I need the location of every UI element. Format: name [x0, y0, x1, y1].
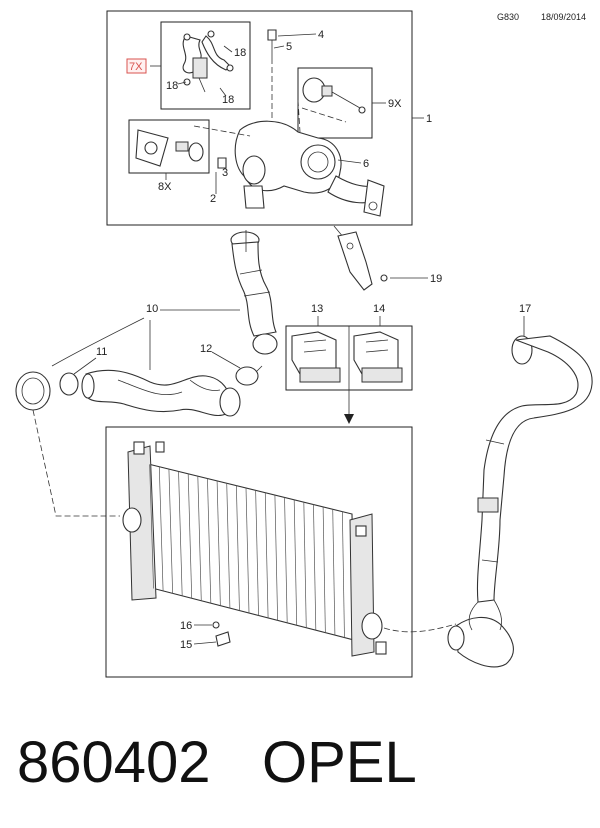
intercooler-core-part	[122, 441, 387, 657]
bolt-part	[217, 157, 227, 169]
diagram-date: 18/09/2014	[541, 12, 586, 22]
inset-9x	[297, 67, 373, 139]
intercooler-panel: 16 15	[105, 426, 457, 678]
callout-12: 12	[200, 343, 212, 355]
callout-6: 6	[363, 158, 369, 170]
part-number: 860402	[17, 730, 211, 795]
gasket-flange-part	[135, 129, 204, 167]
callout-1: 1	[426, 113, 432, 125]
right-charge-hose-part	[447, 335, 593, 668]
fin-line	[264, 492, 269, 618]
fin-line	[187, 473, 193, 599]
fin-line	[303, 502, 307, 628]
callout-16: 16	[180, 620, 192, 632]
callout-18-a: 18	[234, 47, 246, 59]
callout-7x: 7X	[129, 61, 143, 73]
fin-line	[293, 499, 298, 626]
fin-line	[342, 511, 345, 638]
fin-line	[332, 509, 336, 636]
brand-name: OPEL	[262, 730, 417, 795]
fin-line	[178, 471, 183, 596]
diagram-code: G830	[497, 12, 519, 22]
callout-10: 10	[146, 303, 158, 315]
callout-15: 15	[180, 639, 192, 651]
fin-line	[322, 506, 326, 633]
callout-9x: 9X	[388, 98, 402, 110]
callout-3: 3	[222, 167, 228, 179]
fin-line	[149, 464, 154, 589]
fin-line	[168, 469, 173, 594]
fin-line	[284, 497, 288, 623]
callout-4: 4	[318, 29, 324, 41]
fin-line	[197, 476, 202, 601]
fin-line	[274, 495, 278, 621]
callout-8x: 8X	[158, 181, 172, 193]
sensor-options-panel	[285, 325, 413, 424]
stud-part	[267, 29, 277, 41]
fin-line	[255, 490, 259, 616]
support-bracket-part	[333, 225, 388, 291]
wastegate-actuator-part	[301, 77, 366, 123]
fin-line	[226, 483, 231, 609]
fin-line	[236, 485, 240, 611]
callout-17: 17	[519, 303, 531, 315]
pressure-sensor-part-a	[291, 331, 341, 383]
callout-5: 5	[286, 41, 292, 53]
hose-clamp-part	[235, 365, 263, 386]
fin-line	[313, 504, 317, 631]
callout-13: 13	[311, 303, 323, 315]
intercooler-fins	[149, 464, 345, 638]
inset-7x	[160, 21, 251, 110]
bolt-clip-part	[212, 621, 231, 647]
pressure-sensor-part-b	[353, 331, 403, 383]
highlight-7x	[126, 58, 147, 74]
upper-charge-pipe-part	[230, 230, 278, 355]
callout-11: 11	[96, 346, 107, 358]
callout-18-b: 18	[166, 80, 178, 92]
fin-line	[207, 478, 212, 604]
lower-intercooler-hose-part	[15, 369, 241, 517]
fin-line	[245, 487, 250, 614]
callout-18-c: 18	[222, 94, 234, 106]
turbocharger-body-part	[193, 99, 385, 217]
vacuum-hose-part	[182, 30, 234, 93]
callout-2: 2	[210, 193, 216, 205]
fin-line	[158, 466, 164, 591]
callout-14: 14	[373, 303, 385, 315]
callout-19: 19	[430, 273, 442, 285]
turbocharger-assembly-panel: 7X 18 18 18 8X 9X	[106, 10, 432, 226]
fin-line	[216, 480, 221, 606]
inset-8x	[128, 119, 210, 174]
